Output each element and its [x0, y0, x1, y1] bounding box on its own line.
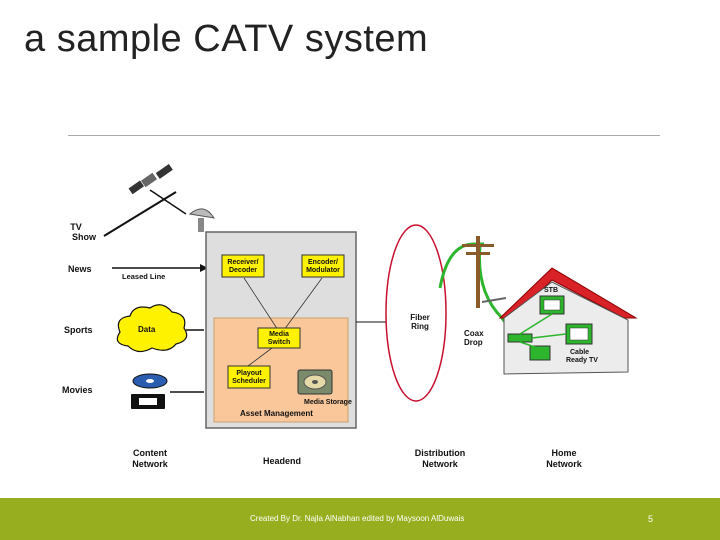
- stb-screen: [543, 299, 561, 311]
- playout-switch-link: [247, 347, 273, 367]
- cable-ready-tv-screen: [569, 327, 589, 341]
- stb-label: STB: [544, 287, 558, 294]
- satellite-link: [149, 189, 187, 215]
- pole-tap: [481, 297, 507, 303]
- media-storage-icon: [297, 369, 333, 395]
- utility-pole-icon: [462, 236, 494, 308]
- footer-bar: Created By Dr. Najla AlNabhan edited by …: [0, 498, 720, 540]
- videotape-icon: [131, 394, 165, 409]
- dvd-icon: [132, 373, 168, 389]
- media-storage-label: Media Storage: [304, 399, 352, 406]
- data-cloud-label: Data: [138, 325, 156, 334]
- playout-scheduler-box: [227, 365, 271, 389]
- headend-label: Headend: [263, 456, 301, 466]
- footer-credit: Created By Dr. Najla AlNabhan edited by …: [250, 514, 465, 523]
- page-number: 5: [648, 514, 654, 524]
- home-tv-small: [529, 345, 551, 361]
- slide-title: a sample CATV system: [24, 18, 429, 60]
- receiver-decoder-box: [221, 254, 265, 278]
- encoder-modulator-label: Encoder/Modulator: [306, 259, 340, 274]
- home-wiring: [519, 313, 567, 349]
- asset-management-label: Asset Management: [240, 409, 313, 418]
- leased-line-label: Leased Line: [122, 272, 165, 281]
- news-arrowhead: [200, 264, 208, 272]
- title-divider: [68, 135, 660, 136]
- movies-label: Movies: [62, 385, 93, 395]
- sports-label: Sports: [64, 325, 93, 335]
- receiver-switch-link: [243, 277, 279, 331]
- data-cloud-icon: [116, 304, 188, 353]
- news-label: News: [68, 264, 92, 274]
- fiber-ring: [385, 224, 447, 402]
- satellite-icon: [128, 163, 173, 195]
- splitter-box: [507, 333, 533, 343]
- tv-show-link: [103, 191, 177, 237]
- receiver-decoder-label: Receiver/Decoder: [227, 259, 258, 274]
- satellite-dish-icon: [188, 208, 216, 232]
- media-switch-box: [257, 327, 301, 349]
- encoder-modulator-box: [301, 254, 345, 278]
- encoder-switch-link: [283, 277, 323, 331]
